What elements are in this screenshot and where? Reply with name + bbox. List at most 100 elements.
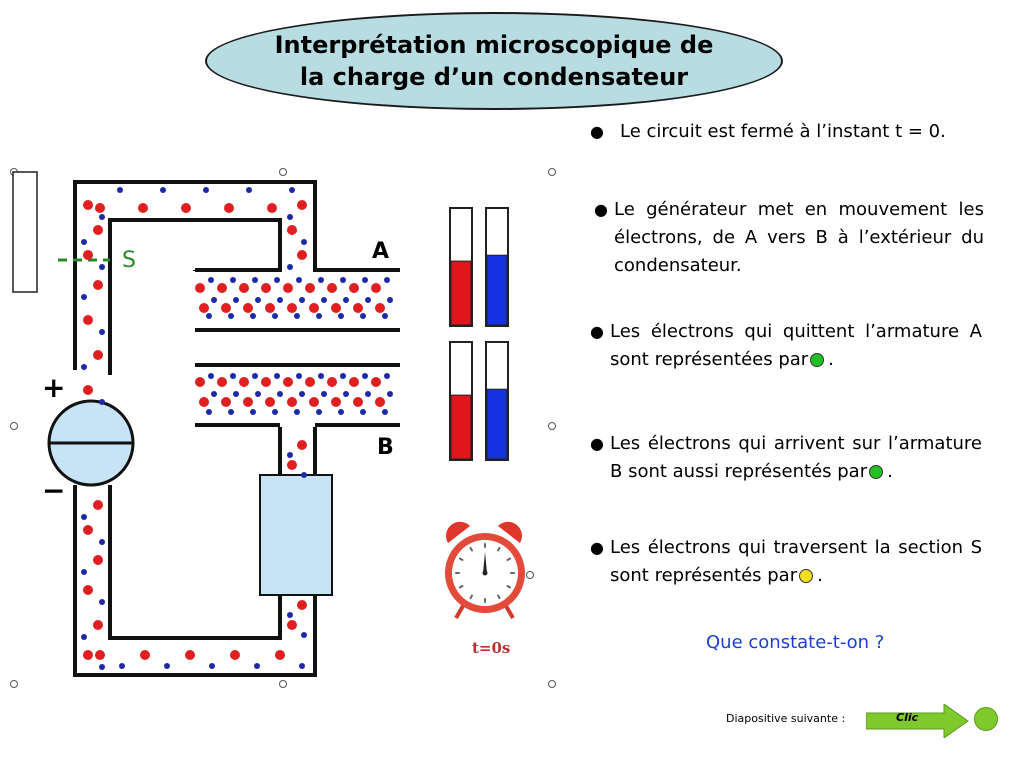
electron-dot (287, 452, 293, 458)
proton-dot (267, 203, 277, 213)
proton-dot (140, 650, 150, 660)
next-slide-label: Diapositive suivante : (726, 712, 846, 725)
electron-dot (340, 373, 346, 379)
plate-label-a: A (372, 239, 389, 264)
proton-dot (83, 315, 93, 325)
proton-dot (261, 283, 271, 293)
electron-dot (294, 313, 300, 319)
electron-dot (255, 297, 261, 303)
charge-particles (81, 187, 393, 670)
proton-dot (83, 650, 93, 660)
clock-tick (458, 557, 464, 561)
proton-dot (353, 397, 363, 407)
electron-dot (360, 313, 366, 319)
question-text: Que constate-t-on ? (706, 632, 885, 653)
electron-dot (316, 409, 322, 415)
bullet-text: Le générateur met en mouvement les élect… (614, 199, 984, 276)
electron-dot (208, 277, 214, 283)
electron-dot (252, 277, 258, 283)
green-marker-icon (869, 465, 884, 479)
electron-dot (206, 313, 212, 319)
charge-gauges (449, 207, 509, 461)
period: . (828, 349, 834, 370)
proton-dot (239, 283, 249, 293)
yellow-marker-icon (799, 569, 814, 583)
proton-dot (221, 303, 231, 313)
electron-dot (233, 391, 239, 397)
electron-dot (164, 663, 170, 669)
electron-dot (277, 391, 283, 397)
electron-dot (343, 391, 349, 397)
proton-dot (217, 377, 227, 387)
slide-title: Interprétation microscopique de la charg… (274, 31, 714, 91)
electron-dot (81, 364, 87, 370)
electron-dot (228, 313, 234, 319)
timer-label: t=0s (472, 639, 510, 657)
proton-dot (287, 303, 297, 313)
proton-dot (309, 303, 319, 313)
electron-dot (252, 373, 258, 379)
bullet-text: Les électrons qui arrivent sur l’armatur… (610, 433, 982, 482)
electron-dot (294, 409, 300, 415)
proton-dot (297, 440, 307, 450)
electron-dot (99, 539, 105, 545)
electron-dot (343, 297, 349, 303)
proton-dot (327, 377, 337, 387)
proton-dot (283, 377, 293, 387)
bullet-text: Les électrons qui quittent l’armature A … (610, 321, 982, 370)
clock-tick (497, 546, 501, 552)
electron-dot (338, 409, 344, 415)
proton-dot (349, 283, 359, 293)
electron-dot (209, 663, 215, 669)
proton-dot (239, 377, 249, 387)
electron-dot (384, 373, 390, 379)
proton-dot (353, 303, 363, 313)
bullet-generator: ● Le générateur met en mouvement les éle… (594, 196, 984, 280)
electron-dot (254, 663, 260, 669)
clock-tick (469, 594, 473, 600)
clock-tick (497, 594, 501, 600)
proton-dot (195, 377, 205, 387)
electron-dot (274, 277, 280, 283)
electron-dot (365, 391, 371, 397)
electron-dot (119, 663, 125, 669)
proton-dot (287, 225, 297, 235)
bullet-icon: ● (594, 200, 608, 219)
proton-dot (83, 385, 93, 395)
proton-dot (275, 650, 285, 660)
electron-dot (287, 214, 293, 220)
electron-dot (318, 277, 324, 283)
green-ball-icon[interactable] (974, 707, 998, 731)
electron-dot (362, 277, 368, 283)
bullet-circuit-closed: ● Le circuit est fermé à l’instant t = 0… (590, 118, 1010, 146)
bullet-electrons-section-s: ● Les électrons qui traversent la sectio… (590, 534, 982, 590)
next-slide-button[interactable] (866, 704, 970, 738)
electron-dot (81, 294, 87, 300)
electron-dot (277, 297, 283, 303)
proton-dot (83, 200, 93, 210)
proton-dot (331, 397, 341, 407)
gauge-fill (450, 394, 472, 460)
electron-dot (299, 297, 305, 303)
clock-tick (469, 546, 473, 552)
electron-dot (287, 264, 293, 270)
proton-dot (243, 397, 253, 407)
electron-dot (301, 632, 307, 638)
bullet-text: Les électrons qui traversent la section … (610, 537, 982, 586)
proton-dot (199, 303, 209, 313)
electron-dot (382, 313, 388, 319)
electron-dot (208, 373, 214, 379)
proton-dot (95, 203, 105, 213)
proton-dot (230, 650, 240, 660)
resistor (259, 474, 333, 596)
proton-dot (83, 250, 93, 260)
electron-dot (99, 399, 105, 405)
electron-dot (287, 612, 293, 618)
electron-dot (211, 297, 217, 303)
proton-dot (83, 585, 93, 595)
electron-dot (384, 277, 390, 283)
electron-dot (81, 239, 87, 245)
proton-dot (95, 650, 105, 660)
electron-dot (296, 373, 302, 379)
clock-tick (506, 557, 512, 561)
